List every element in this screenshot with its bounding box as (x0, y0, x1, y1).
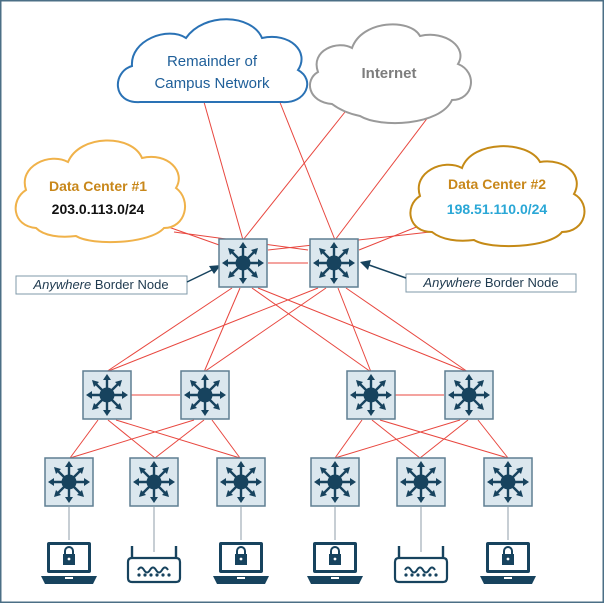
access-switch-4 (310, 457, 360, 507)
data-center-2-cloud: Data Center #2 198.51.110.0/24 (409, 145, 586, 248)
internet-cloud-label: Internet (361, 65, 416, 82)
callout-left-arrowhead (209, 265, 221, 274)
campus-cloud-line1: Remainder of (167, 53, 258, 70)
access-switch-1 (44, 457, 94, 507)
callout-right-italic: Anywhere (422, 275, 481, 290)
campus-network-cloud: Remainder of Campus Network (116, 18, 309, 104)
endpoint-links (68, 507, 509, 552)
locked-laptop-icon-3 (306, 541, 364, 585)
access-switch-2 (129, 457, 179, 507)
dc1-subnet: 203.0.113.0/24 (52, 201, 145, 217)
callout-left-arrow (186, 268, 215, 283)
data-center-1-cloud: Data Center #1 203.0.113.0/24 (14, 139, 186, 244)
svg-text:Anywhere Border Node: Anywhere Border Node (32, 277, 168, 292)
distribution-switch-3 (346, 370, 396, 420)
dc2-title: Data Center #2 (448, 176, 546, 192)
distribution-switch-4 (444, 370, 494, 420)
access-switch-6 (483, 457, 533, 507)
border-node-callout-right: Anywhere Border Node (360, 260, 577, 293)
distribution-switch-2 (180, 370, 230, 420)
border-node-callout-left: Anywhere Border Node (15, 265, 221, 295)
callout-left-italic: Anywhere (32, 277, 91, 292)
callout-left-rest: Border Node (91, 277, 168, 292)
callout-right-rest: Border Node (481, 275, 558, 290)
callout-right-arrowhead (360, 260, 371, 270)
network-links (69, 99, 509, 459)
border-node-switch-left (218, 238, 268, 288)
dc1-title: Data Center #1 (49, 178, 147, 194)
svg-text:Anywhere Border Node: Anywhere Border Node (422, 275, 558, 290)
access-switch-5 (396, 457, 446, 507)
distribution-switch-1 (82, 370, 132, 420)
campus-cloud-line2: Campus Network (154, 75, 270, 92)
callout-right-arrow (368, 264, 407, 279)
dc2-subnet: 198.51.110.0/24 (447, 201, 548, 217)
internet-cloud: Internet (308, 23, 472, 125)
border-node-switch-right (309, 238, 359, 288)
locked-laptop-icon-4 (479, 541, 537, 585)
locked-laptop-icon-1 (40, 541, 98, 585)
locked-laptop-icon-2 (212, 541, 270, 585)
access-switch-3 (216, 457, 266, 507)
